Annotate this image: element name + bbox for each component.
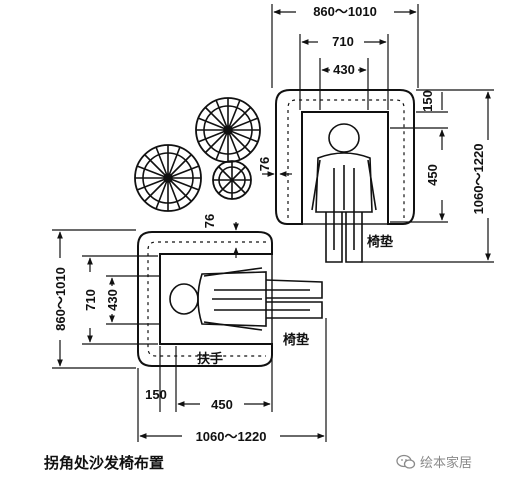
dim-top-mid: 710	[332, 34, 354, 49]
dim-right-150: 150	[420, 90, 435, 112]
lower-figure	[169, 267, 323, 331]
dim-left-mid: 710	[83, 289, 98, 311]
upper-figure	[311, 123, 377, 263]
dim-top-overall: 860～1010	[313, 4, 377, 19]
wechat-icon	[396, 454, 416, 469]
dim-bottom-450: 450	[211, 397, 233, 412]
left-dimensions	[52, 229, 160, 369]
dim-top-inner: 430	[333, 62, 355, 77]
dim-gap-lower: 76	[202, 214, 217, 228]
dim-right-450: 450	[425, 164, 440, 186]
top-dimensions	[271, 4, 419, 110]
dim-left-inner: 430	[105, 289, 120, 311]
round-table-small	[212, 160, 252, 200]
upper-sofa	[275, 89, 415, 225]
label-cushion-top: 椅垫	[367, 234, 393, 250]
dim-right-overall: 1060～1220	[471, 144, 486, 215]
watermark: 绘本家居	[396, 452, 472, 471]
dim-left-overall: 860～1010	[53, 267, 68, 331]
dim-bottom-overall: 1060～1220	[196, 429, 267, 444]
watermark-text: 绘本家居	[420, 456, 473, 471]
dim-gap-upper: 76	[257, 157, 272, 171]
lower-sofa	[137, 231, 273, 367]
dim-bottom-150: 150	[145, 387, 167, 402]
round-table-left	[134, 144, 202, 212]
caption: 拐角处沙发椅布置	[44, 454, 165, 472]
bottom-dimensions	[137, 318, 327, 442]
round-table-large	[195, 97, 261, 163]
gap-dimensions	[233, 171, 292, 258]
label-cushion-bottom: 椅垫	[283, 332, 309, 348]
right-dimensions	[360, 89, 494, 263]
label-armrest: 扶手	[197, 351, 223, 367]
